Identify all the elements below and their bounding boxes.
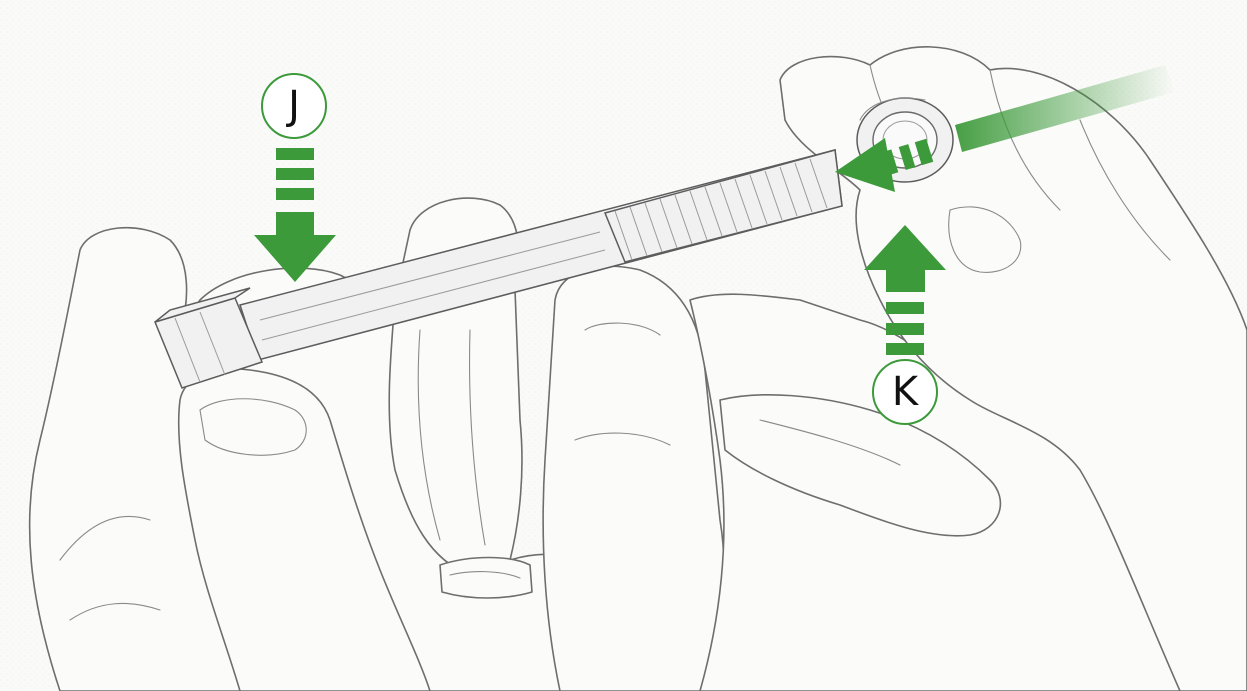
callout-k-label: K <box>892 369 920 415</box>
callout-j-label: J <box>285 83 300 129</box>
callout-j-dash-2 <box>276 168 314 180</box>
callout-k-dash-1 <box>886 302 924 314</box>
callout-k-dash-3 <box>886 343 924 355</box>
callout-j-dash-1 <box>276 148 314 160</box>
callout-j-dash-3 <box>276 188 314 200</box>
callout-k-dash-2 <box>886 323 924 335</box>
